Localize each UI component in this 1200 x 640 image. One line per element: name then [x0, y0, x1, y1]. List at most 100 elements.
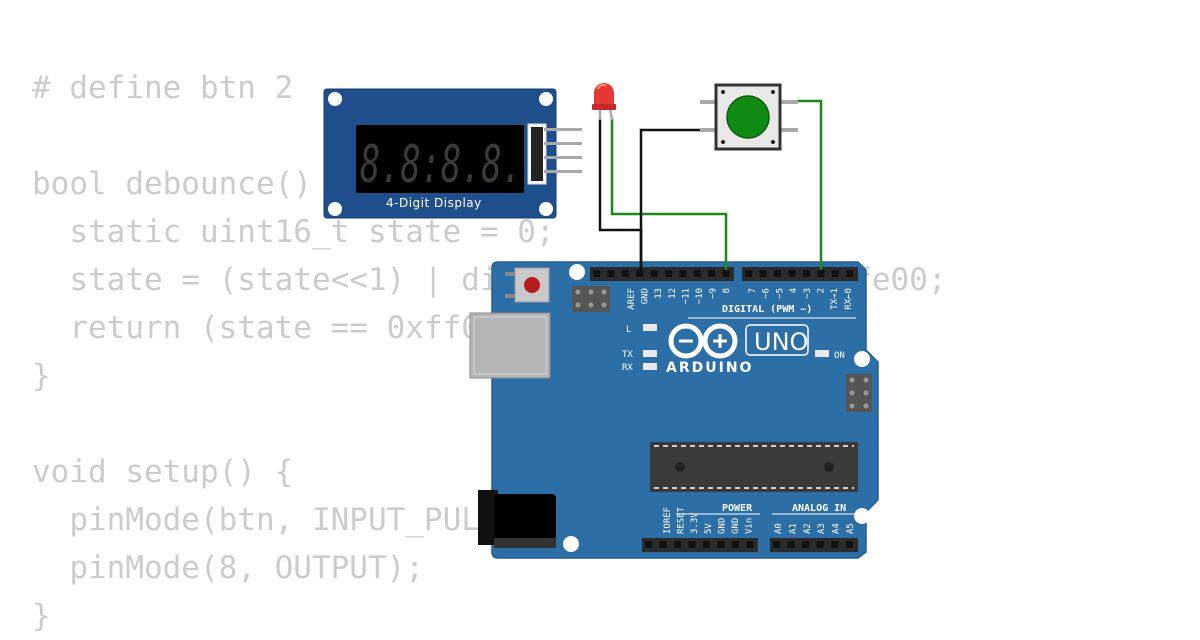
led-tx: TX: [622, 350, 657, 360]
header-pin[interactable]: [593, 270, 600, 277]
pin-label: ~6: [762, 288, 772, 299]
analog-label: ANALOG IN: [792, 503, 846, 514]
pin-label: 3.3V: [690, 512, 700, 534]
digital-label: DIGITAL (PWM ~): [722, 304, 812, 315]
arduino-logo-text: ARDUINO: [666, 360, 753, 376]
led-on: ON: [815, 350, 845, 361]
header-pin[interactable]: [665, 270, 672, 277]
code-line: }: [32, 598, 51, 634]
pin-label: 12: [668, 288, 678, 299]
code-line: pinMode(8, OUTPUT);: [32, 550, 424, 586]
pin-label: IOREF: [663, 507, 673, 534]
header-pin[interactable]: [846, 541, 853, 548]
mount-hole: [854, 351, 870, 367]
code-line: void setup() {: [32, 454, 294, 490]
header-pin[interactable]: [607, 270, 615, 277]
header-pin[interactable]: [717, 541, 725, 548]
pin-label: ~11: [681, 288, 691, 304]
pin-label: AREF: [627, 288, 637, 310]
header-pin[interactable]: [645, 541, 652, 548]
header-pin[interactable]: [722, 270, 730, 277]
led-cathode-wire-gnd: [598, 118, 643, 270]
header-pin[interactable]: [788, 270, 796, 277]
header-pin[interactable]: [621, 270, 629, 277]
header-pin[interactable]: [802, 541, 810, 548]
header-pin[interactable]: [650, 270, 658, 277]
header-pin[interactable]: [803, 270, 810, 277]
led-l: L: [626, 324, 657, 335]
code-line: # define btn 2: [32, 70, 294, 106]
pin-label: ~3: [803, 288, 813, 299]
header-pin[interactable]: [773, 541, 780, 548]
led-rx: RX: [622, 363, 657, 373]
icsp-header-right: [846, 374, 872, 412]
pin-label: ~5: [775, 288, 785, 299]
button-wire-pin2: [797, 99, 823, 270]
pin-label: 2: [817, 288, 827, 293]
wires: [598, 99, 823, 270]
power-header[interactable]: [642, 538, 758, 552]
pin-label: GND: [641, 288, 651, 304]
pin-label: A4: [832, 523, 842, 534]
reset-button[interactable]: [505, 267, 550, 303]
header-pin[interactable]: [732, 541, 739, 548]
header-pin[interactable]: [688, 541, 696, 548]
header-pin[interactable]: [693, 270, 701, 277]
power-jack: [478, 490, 556, 548]
svg-text:RX: RX: [622, 363, 633, 373]
pin-label: A2: [803, 523, 813, 534]
pin-label: A3: [817, 523, 827, 534]
analog-header[interactable]: [770, 538, 858, 552]
mount-hole: [569, 264, 585, 280]
pin-label: 13: [654, 288, 664, 299]
digital-header-right[interactable]: [742, 267, 858, 281]
arduino-logo: [668, 323, 738, 359]
code-line: static uint16_t state = 0;: [32, 214, 555, 250]
header-pin[interactable]: [703, 541, 710, 548]
display-pin-header[interactable]: [527, 123, 582, 185]
code-line: bool debounce() {: [32, 166, 350, 202]
svg-text:TX: TX: [622, 350, 633, 360]
header-pin[interactable]: [674, 541, 681, 548]
uno-badge: [745, 324, 809, 356]
digital-header-left[interactable]: [590, 267, 734, 281]
code-line: }: [32, 358, 51, 394]
pin-label: 5V: [704, 523, 714, 534]
header-pin[interactable]: [708, 270, 716, 277]
header-pin[interactable]: [831, 541, 839, 548]
header-pin[interactable]: [659, 541, 667, 548]
header-pin[interactable]: [817, 270, 825, 277]
pin-label: GND: [731, 518, 741, 534]
header-pin[interactable]: [679, 270, 687, 277]
pin-label: A0: [774, 523, 784, 534]
header-pin[interactable]: [774, 270, 781, 277]
pin-label: RX←0: [844, 288, 854, 310]
mount-hole: [563, 536, 579, 552]
pin-label: 7: [748, 288, 758, 293]
header-pin[interactable]: [787, 541, 795, 548]
atmega-chip: [650, 442, 858, 492]
display-screen: [356, 125, 524, 193]
pin-label: TX→1: [830, 288, 840, 310]
header-pin[interactable]: [746, 541, 754, 548]
svg-text:L: L: [626, 325, 631, 335]
icsp-header-small: [572, 286, 610, 312]
led-anode-wire-pin8: [610, 118, 728, 270]
header-pin[interactable]: [636, 270, 644, 277]
model-name: UNO: [754, 328, 808, 356]
pin-label: GND: [717, 518, 727, 534]
push-button[interactable]: [700, 83, 798, 151]
pin-label: A5: [846, 523, 856, 534]
header-pin[interactable]: [846, 270, 854, 277]
header-pin[interactable]: [745, 270, 752, 277]
pin-label: 8: [722, 288, 732, 293]
header-pin[interactable]: [759, 270, 767, 277]
red-led[interactable]: [592, 83, 616, 121]
mount-hole: [854, 508, 870, 524]
header-pin[interactable]: [816, 541, 824, 548]
four-digit-display-module[interactable]: 8.8:8.8. 4-Digit Display: [323, 88, 582, 219]
header-pin[interactable]: [832, 270, 839, 277]
pin-label: RESET: [677, 506, 687, 534]
